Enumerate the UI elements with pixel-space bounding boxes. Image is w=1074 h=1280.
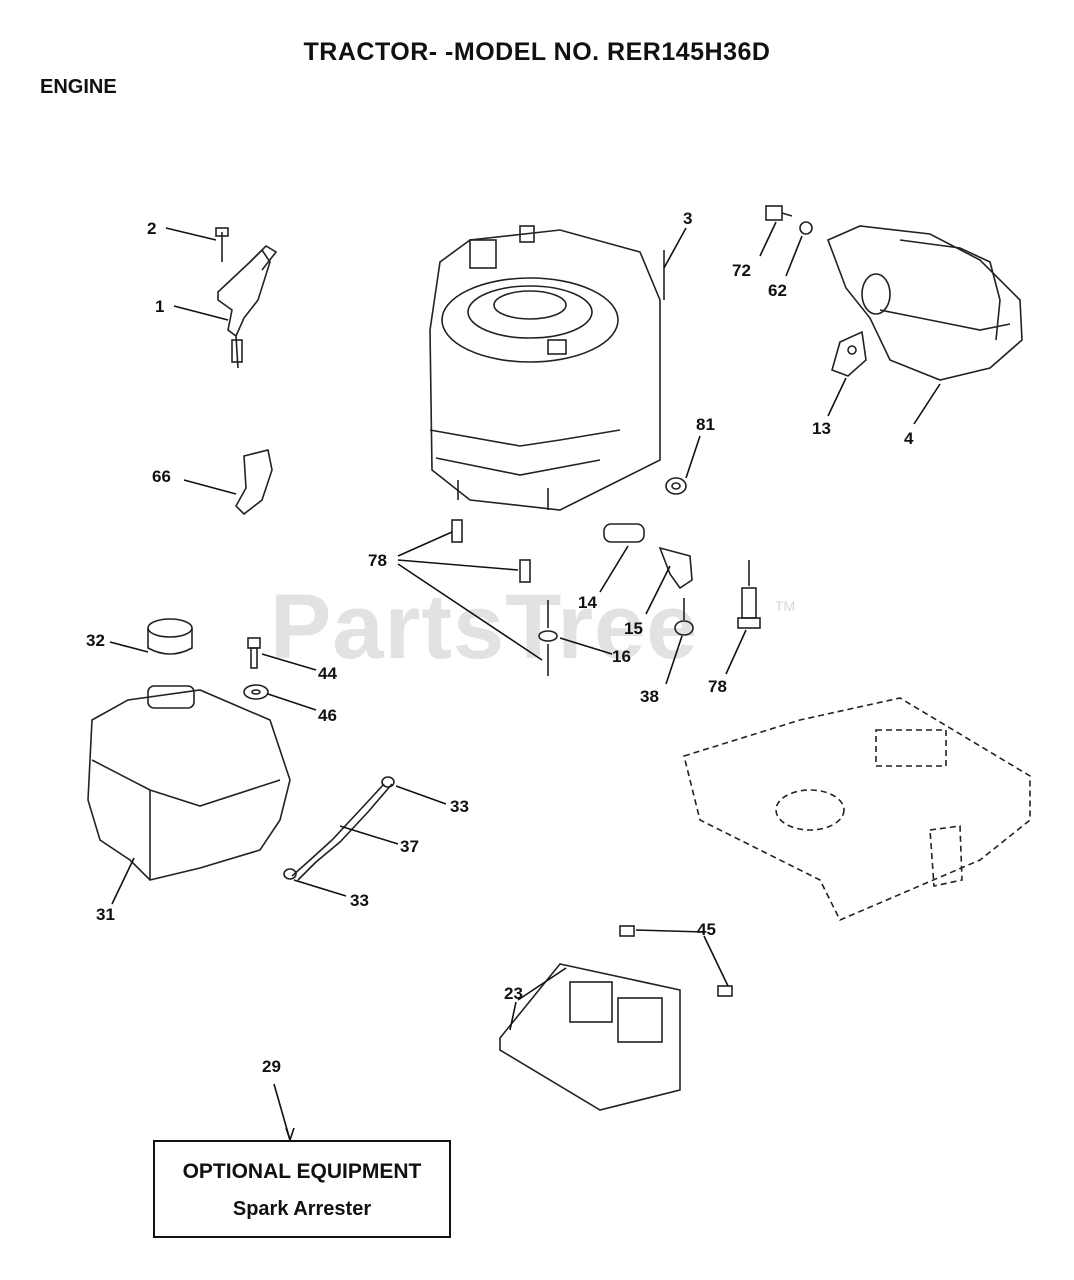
callout-1: 1 — [155, 297, 164, 316]
callout-15: 15 — [624, 619, 643, 638]
fuel-cap-part — [147, 618, 193, 655]
callout-46: 46 — [318, 706, 337, 725]
callout-4: 4 — [904, 429, 914, 448]
callout-29: 29 — [262, 1057, 281, 1076]
callout-33-bottom: 33 — [350, 891, 369, 910]
nut-81-part — [665, 477, 687, 495]
washer-16-part — [538, 600, 558, 676]
callout-16: 16 — [612, 647, 631, 666]
optional-equipment-box: OPTIONAL EQUIPMENT Spark Arrester — [153, 1140, 451, 1238]
fuel-line-part — [291, 783, 393, 881]
clamp-33-part — [283, 776, 395, 880]
nut-38-part — [674, 598, 694, 636]
leader-lines — [109, 221, 941, 1143]
callout-81: 81 — [696, 415, 715, 434]
washer-46-part — [243, 684, 269, 700]
callout-14: 14 — [578, 593, 597, 612]
callout-45: 45 — [697, 920, 716, 939]
watermark-trademark: TM — [775, 598, 796, 614]
callout-38: 38 — [640, 687, 659, 706]
callout-33-top: 33 — [450, 797, 469, 816]
spacer-14-part — [603, 523, 645, 543]
spark-arrester-label: Spark Arrester — [232, 1198, 372, 1220]
frame-part — [683, 697, 1031, 922]
engine-part — [429, 225, 665, 511]
adapter-15-part — [658, 546, 693, 590]
callout-3: 3 — [683, 209, 692, 228]
callout-78-left: 78 — [368, 551, 387, 570]
bolt-72-part — [765, 205, 793, 221]
callout-13: 13 — [812, 419, 831, 438]
callout-78-right: 78 — [708, 677, 727, 696]
callout-44: 44 — [318, 664, 337, 683]
fuel-tank-part — [87, 685, 291, 881]
callout-62: 62 — [768, 281, 787, 300]
optional-equipment-heading: OPTIONAL EQUIPMENT — [182, 1160, 422, 1183]
throttle-control-part — [215, 227, 278, 369]
watermark: PartsTree — [270, 576, 699, 678]
screw-44-part — [247, 637, 261, 669]
muffler-part — [826, 225, 1023, 381]
page-title: TRACTOR- -MODEL NO. RER145H36D — [303, 38, 771, 66]
callout-32: 32 — [86, 631, 105, 650]
callout-2: 2 — [147, 219, 156, 238]
callout-37: 37 — [400, 837, 419, 856]
section-label: ENGINE — [40, 76, 117, 98]
bracket-66-part — [235, 449, 273, 516]
bolt-78-left-part — [451, 519, 531, 583]
washer-62-part — [799, 221, 813, 235]
bolt-78-part — [737, 560, 761, 629]
callout-31: 31 — [96, 905, 115, 924]
screw-45-part — [619, 925, 733, 997]
heat-shield-part — [499, 963, 681, 1111]
callout-66: 66 — [152, 467, 171, 486]
callout-23: 23 — [504, 984, 523, 1003]
gasket-part — [831, 330, 867, 377]
callout-72: 72 — [732, 261, 751, 280]
